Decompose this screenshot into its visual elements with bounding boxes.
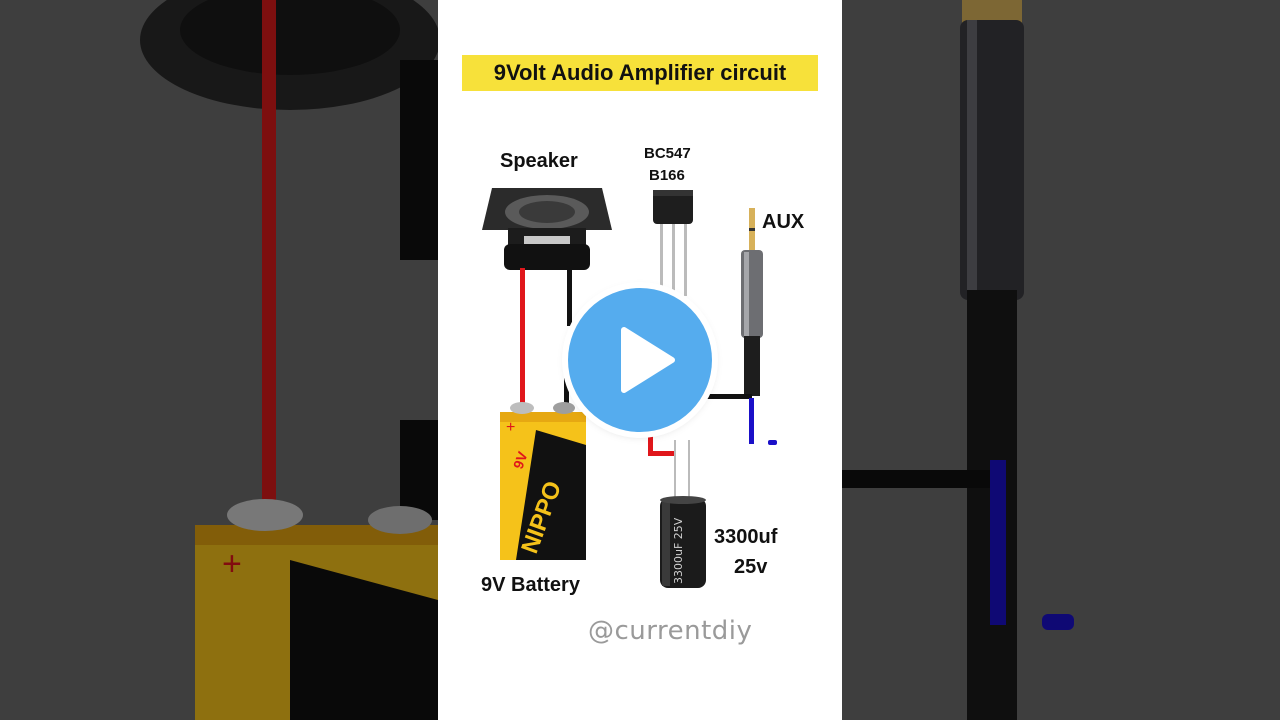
battery-plus-sign: +: [506, 419, 515, 436]
speaker-positive-wire: [520, 268, 525, 410]
capacitor-lead-1: [674, 440, 676, 500]
speaker: [482, 188, 612, 270]
speaker-negative-wire: [567, 268, 572, 326]
aux-label: AUX: [762, 211, 805, 233]
aux-ground-wire: [700, 394, 752, 399]
battery-negative-wire: [564, 378, 569, 410]
transistor: [653, 190, 693, 296]
background-left-closeup: +: [140, 0, 438, 720]
diagram-title: 9Volt Audio Amplifier circuit: [493, 60, 787, 85]
aux-jack: [741, 208, 763, 396]
aux-signal-wire: [749, 398, 754, 444]
capacitor-label-line1: 3300uf: [714, 526, 778, 548]
capacitor-label-line2: 25v: [734, 556, 768, 578]
circuit-drawing: 3300uF 25V + 9V NIPPO: [482, 188, 777, 588]
battery-label: 9V Battery: [481, 574, 580, 596]
speaker-label: Speaker: [500, 150, 578, 172]
capacitor-marking: 3300uF 25V: [672, 517, 685, 584]
play-button[interactable]: [568, 288, 712, 432]
battery: + 9V NIPPO: [500, 402, 586, 560]
capacitor: 3300uF 25V: [660, 496, 706, 588]
title-highlight: [462, 55, 818, 91]
play-icon: [621, 327, 675, 393]
capacitor-lead-2: [688, 440, 690, 500]
background-left-panel: +: [0, 0, 438, 720]
background-right-panel: [842, 0, 1280, 720]
svg-text:+: +: [222, 545, 242, 583]
transistor-label-line1: BC547: [644, 145, 691, 162]
transistor-label-line2: B166: [649, 167, 685, 184]
aux-signal-tip: [768, 440, 777, 445]
background-right-closeup: [842, 0, 1074, 720]
diagram-panel: 9Volt Audio Amplifier circuit: [438, 0, 842, 720]
watermark: @currentdiy: [588, 616, 753, 646]
capacitor-positive-wire: [648, 420, 653, 456]
battery-voltage-marking: 9V: [510, 449, 531, 471]
